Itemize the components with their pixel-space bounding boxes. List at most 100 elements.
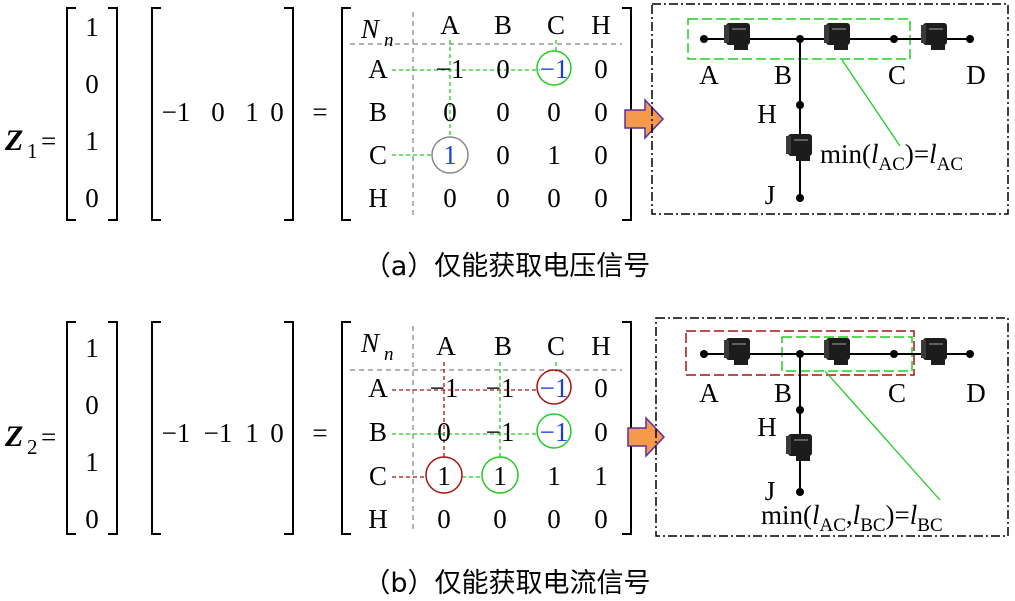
matrix-cell: 0 [443, 97, 457, 127]
highlight-circle [536, 369, 572, 405]
right-arrow-icon [627, 416, 666, 458]
matrix-cell: 0 [594, 417, 608, 447]
row-entry: −1 [162, 97, 191, 127]
matrix-cell: 0 [493, 504, 507, 534]
row-entry: 1 [245, 418, 259, 448]
node-label: A [699, 60, 719, 90]
switch-icon [785, 433, 813, 462]
matrix-cell: −1 [436, 54, 465, 84]
column-header: A [440, 10, 460, 40]
matrix-cell: 1 [594, 461, 608, 491]
row-entry: 0 [270, 418, 284, 448]
vector-entry: 1 [85, 12, 99, 42]
switch-icon [920, 22, 948, 51]
matrix-cell: 0 [443, 183, 457, 213]
matrix-cell-highlighted: −1 [540, 54, 569, 84]
z-symbol: Z [4, 124, 23, 157]
row-entry: 1 [245, 97, 259, 127]
switch-icon [723, 337, 751, 366]
matrix-cell: −1 [486, 373, 515, 403]
node-label: H [757, 99, 777, 129]
matrix-cell: 1 [547, 140, 561, 170]
matrix-cell-highlighted: 1 [443, 140, 457, 170]
caption-b: （b）仅能获取电流信号 [363, 568, 650, 599]
node-label: H [757, 412, 777, 442]
column-header: H [591, 331, 611, 361]
network-diagram: A B C D H J min(lAC,lBC)=lBC [655, 317, 1009, 537]
right-arrow-icon [624, 98, 665, 140]
row-label: B [369, 417, 387, 447]
matrix-cell: 0 [594, 183, 608, 213]
vector-entry: 1 [85, 126, 99, 156]
matrix-cell: 0 [594, 97, 608, 127]
highlight-circle [431, 136, 469, 174]
matrix-cell: 0 [496, 97, 510, 127]
matrix-n: N n A B C H A −1 0 −1 0 B 0 0 0 0 C 1 [341, 7, 632, 221]
switch-icon [823, 337, 851, 366]
row-label: A [368, 54, 388, 84]
network-diagram: A B C D H J min(lAC)=lAC [651, 3, 1009, 215]
equals-sign: = [312, 97, 327, 127]
node-label: B [774, 60, 792, 90]
switch-icon [785, 133, 813, 162]
row-vector: −1 0 1 0 [151, 7, 294, 221]
row-label: C [369, 461, 387, 491]
z-symbol: Z [4, 420, 23, 453]
z-subscript: 2 [27, 435, 38, 459]
matrix-cell-highlighted: −1 [540, 373, 569, 403]
matrix-cell: 0 [594, 140, 608, 170]
node-label: D [966, 378, 986, 408]
row-entry: 0 [270, 97, 284, 127]
matrix-cell: −1 [486, 417, 515, 447]
switch-icon [920, 337, 948, 366]
vector-entry: 0 [85, 504, 99, 534]
matrix-cell: 1 [547, 461, 561, 491]
switch-icon [823, 22, 851, 51]
vector-entry: 1 [85, 333, 99, 363]
switch-icon [723, 22, 751, 51]
row-label: B [369, 97, 387, 127]
matrix-cell: 0 [547, 504, 561, 534]
vector-entry: 0 [85, 69, 99, 99]
column-header: H [591, 10, 611, 40]
matrix-n-symbol: N [360, 328, 381, 358]
matrix-cell: 0 [496, 54, 510, 84]
column-vector: 1 0 1 0 [66, 7, 118, 221]
node-label: A [699, 378, 719, 408]
matrix-cell: 1 [437, 461, 451, 491]
column-vector: 1 0 1 0 [66, 321, 118, 535]
vector-entry: 0 [85, 183, 99, 213]
equals-sign: = [41, 126, 56, 156]
matrix-cell: 0 [496, 183, 510, 213]
matrix-cell: 0 [437, 504, 451, 534]
matrix-cell: 0 [437, 417, 451, 447]
matrix-cell: 1 [493, 461, 507, 491]
vector-entry: 1 [85, 447, 99, 477]
row-label: C [369, 140, 387, 170]
matrix-n-symbol: N [360, 14, 381, 44]
matrix-cell-highlighted: −1 [540, 417, 569, 447]
column-header: C [547, 10, 565, 40]
matrix-n-subscript: n [384, 344, 394, 365]
highlight-circle [481, 456, 519, 494]
row-label: A [368, 373, 388, 403]
row-entry: −1 [204, 418, 233, 448]
matrix-n: N n A B C H A −1 −1 −1 0 B 0 [341, 321, 632, 535]
caption-a: （a）仅能获取电压信号 [364, 251, 651, 282]
min-annotation: min(lAC,lBC)=lBC [761, 500, 943, 536]
highlight-circle [536, 413, 572, 449]
row-label: H [368, 504, 388, 534]
column-header: C [547, 331, 565, 361]
highlight-circle [425, 456, 463, 494]
row-entry: 0 [211, 97, 225, 127]
node-label: C [888, 378, 906, 408]
panel-a: Z 1 = 1 0 1 0 −1 0 1 0 = N n [4, 3, 1009, 282]
panel-b: Z 2 = 1 0 1 0 −1 −1 1 0 = N n A [4, 317, 1009, 599]
column-header: A [436, 331, 456, 361]
vector-entry: 0 [85, 390, 99, 420]
node-label: J [765, 476, 776, 506]
column-header: B [494, 10, 512, 40]
row-label: H [368, 183, 388, 213]
column-header: B [494, 331, 512, 361]
